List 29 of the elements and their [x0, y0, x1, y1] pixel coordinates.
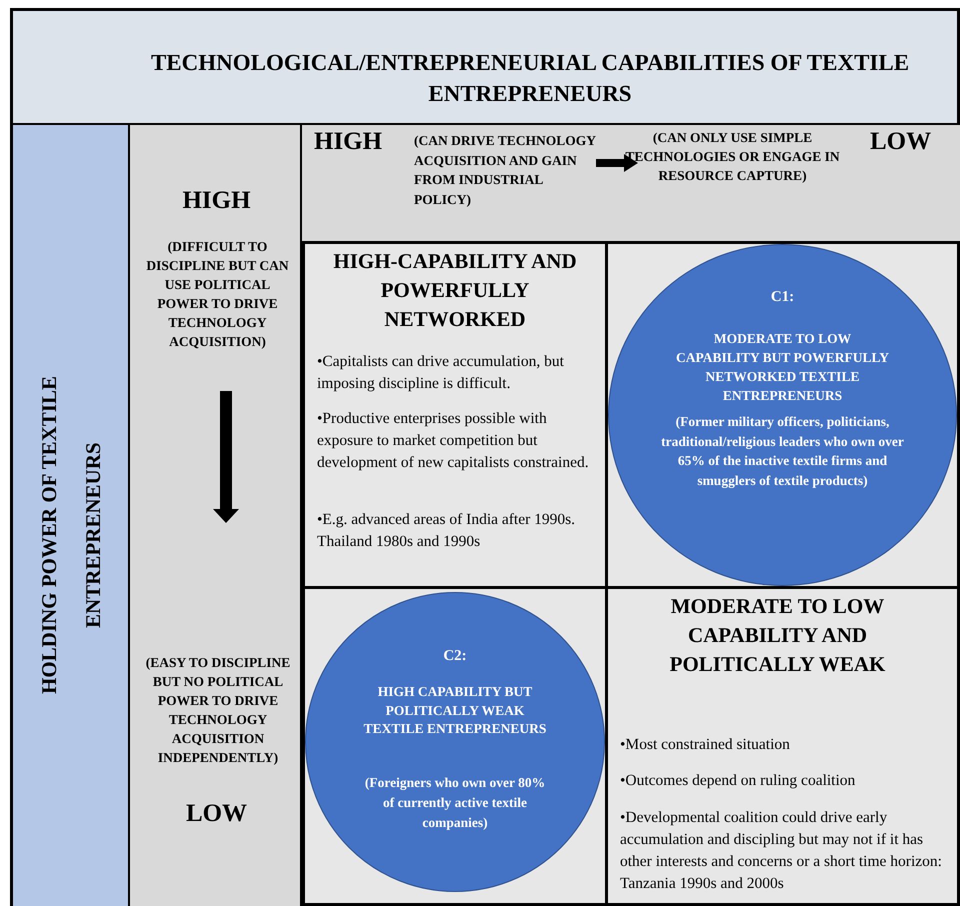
matrix-cell: [302, 244, 608, 589]
axis-level: LOW: [184, 800, 248, 828]
circle-heading: HIGH CAPABILITY BUT POLITICALLY WEAK TEXTILE ENTREPRENEURS: [362, 683, 548, 738]
axis-level: LOW: [870, 128, 932, 156]
title-band: [10, 8, 960, 126]
circle-description: (Former military officers, politicians, traditional/religious leaders who own over 65% of the inactive textile firms and smugglers of textile products): [660, 413, 905, 490]
axis-description: (CAN DRIVE TECHNOLOGY ACQUISITION AND GAIN FROM INDUSTRIAL POLICY): [414, 132, 597, 209]
circle-label: C2:: [442, 648, 468, 665]
axis-level: HIGH: [314, 128, 382, 156]
circle-heading: MODERATE TO LOW CAPABILITY BUT POWERFULLY NETWORKED TEXTILE ENTREPRENEURS: [675, 330, 890, 405]
bullet-point: •Most constrained situation: [620, 735, 791, 755]
quadrant-heading: HIGH-CAPABILITY AND POWERFULLY NETWORKED: [332, 248, 578, 333]
axis-description: (EASY TO DISCIPLINE BUT NO POLITICAL POWER TO DRIVE TECHNOLOGY ACQUISITION INDEPENDENTLY): [144, 654, 292, 767]
circle-label: C1:: [770, 289, 796, 306]
axis-band: [130, 125, 303, 906]
quadrant-heading: MODERATE TO LOW CAPABILITY AND POLITICALLY WEAK: [668, 593, 886, 678]
bullet-point: •Outcomes depend on ruling coalition: [620, 771, 856, 791]
axis-level: HIGH: [181, 187, 252, 215]
axis-title: HOLDING POWER OF TEXTILE ENTREPRENEURS: [36, 375, 106, 696]
axis-description: (DIFFICULT TO DISCIPLINE BUT CAN USE POLITICAL POWER TO DRIVE TECHNOLOGY ACQUISITION): [145, 238, 290, 351]
bullet-point: •E.g. advanced areas of India after 1990s. Thailand 1980s and 1990s: [317, 510, 576, 552]
matrix-cell: [608, 589, 960, 906]
band-heading: TECHNOLOGICAL/ENTREPRENEURIAL CAPABILITIES OF TEXTILE ENTREPRENEURS: [150, 49, 910, 108]
circle-description: (Foreigners who own over 80% of currently active textile companies): [364, 774, 546, 832]
bullet-point: •Capitalists can drive accumulation, but imposing discipline is difficult.: [317, 352, 565, 394]
axis-band: [302, 125, 960, 244]
axis-band: [10, 125, 131, 906]
bullet-point: •Developmental coalition could drive early accumulation and discipling but may not if it has other interests and concerns or a short time horizon: Tanzania 1990s and 2000s: [620, 808, 943, 894]
bullet-point: •Productive enterprises possible with exposure to market competition but development of new capitalists constrained.: [317, 409, 590, 473]
